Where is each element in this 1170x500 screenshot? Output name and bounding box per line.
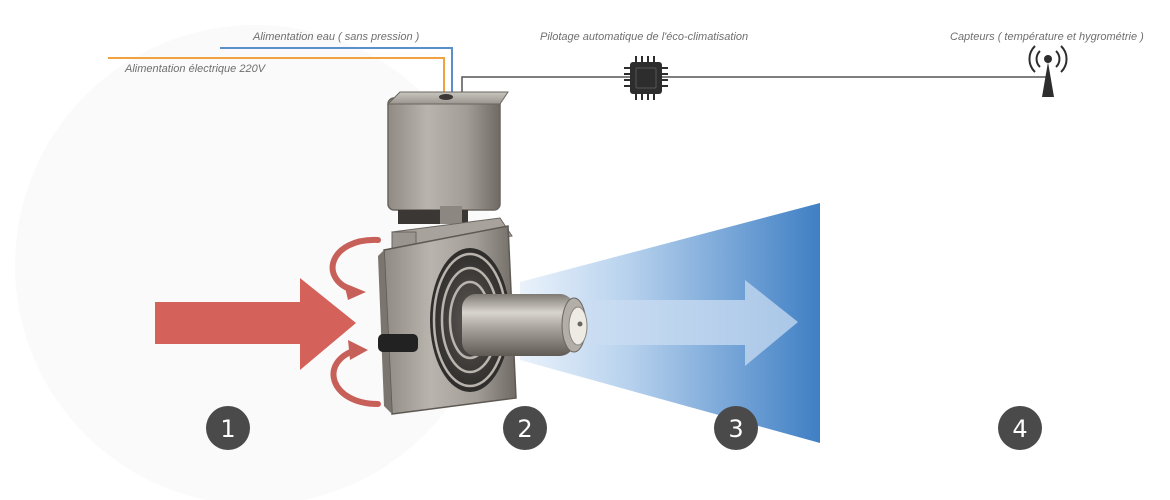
step-badge-3: 3 [714, 406, 758, 450]
recirculation-arrowhead-top [344, 283, 366, 300]
step-number-1: 1 [220, 415, 235, 443]
sensors-label: Capteurs ( température et hygrométrie ) [950, 31, 1144, 43]
eco-cooler-device [378, 91, 588, 415]
step-badge-2: 2 [503, 406, 547, 450]
step-number-3: 3 [728, 415, 743, 443]
water-inlet [439, 94, 453, 100]
water-supply-line [220, 47, 453, 96]
step-number-2: 2 [517, 415, 532, 443]
antenna-icon [1028, 45, 1068, 97]
power-supply-label: Alimentation électrique 220V [124, 63, 267, 75]
chip-icon [624, 56, 668, 100]
power-supply-line [108, 57, 445, 96]
water-supply-label: Alimentation eau ( sans pression ) [252, 31, 420, 43]
supply-lines [108, 47, 1048, 96]
mist-nozzle-cylinder [462, 294, 574, 356]
recirculation-arrows [329, 236, 381, 407]
step-badge-1: 1 [206, 406, 250, 450]
signal-line [461, 76, 1048, 96]
step-badge-4: 4 [998, 406, 1042, 450]
water-tank [387, 97, 501, 211]
background-halo [15, 25, 495, 500]
control-knob [378, 334, 418, 352]
hot-air-arrow [155, 278, 356, 370]
recirculation-arrowhead-bottom [348, 340, 368, 360]
cool-air-arrow [560, 280, 798, 366]
step-number-4: 4 [1012, 415, 1027, 443]
auto-control-label: Pilotage automatique de l'éco-climatisat… [540, 31, 748, 43]
